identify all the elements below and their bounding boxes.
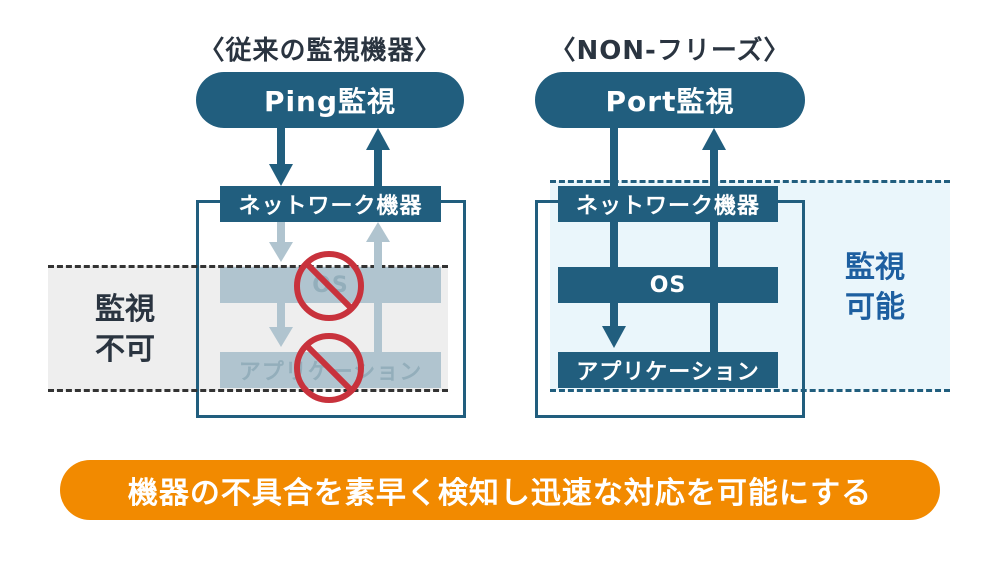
monitorable-top-dash <box>550 180 950 183</box>
unmonitorable-bottom-dash <box>48 389 448 392</box>
unmonitorable-top-dash <box>48 265 448 268</box>
left-faded-up-arrow-icon <box>366 222 390 352</box>
left-heading: 〈従来の監視機器〉 <box>198 36 442 66</box>
ping-monitor-pill: Ping監視 <box>196 72 464 128</box>
right-heading: 〈NON-フリーズ〉 <box>549 36 791 66</box>
footer-banner: 機器の不具合を素早く検知し迅速な対応を可能にする <box>60 460 940 520</box>
right-up-arrow-icon <box>702 128 726 352</box>
right-network-device-bar: ネットワーク機器 <box>558 186 778 222</box>
unmonitorable-label: 監視 不可 <box>95 292 155 367</box>
left-network-device-bar: ネットワーク機器 <box>220 186 441 222</box>
prohibit-os-icon <box>294 251 364 321</box>
right-os-bar: OS <box>558 267 778 303</box>
left-down-arrow-icon <box>269 128 293 186</box>
port-monitor-pill: Port監視 <box>535 72 805 128</box>
left-up-arrow-icon <box>366 128 390 186</box>
right-down-arrow-icon <box>602 128 626 348</box>
left-faded-down-arrow-icon <box>269 222 293 347</box>
monitorable-label: 監視 可能 <box>845 250 905 325</box>
monitorable-bottom-dash <box>550 389 950 392</box>
prohibit-app-icon <box>294 333 364 403</box>
right-application-bar: アプリケーション <box>558 352 778 388</box>
